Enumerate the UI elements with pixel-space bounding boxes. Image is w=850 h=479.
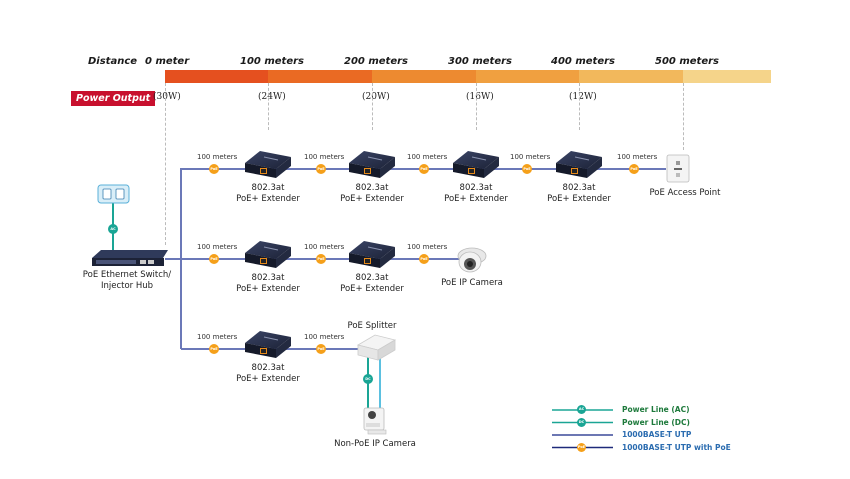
distance-guide-line xyxy=(268,83,269,130)
legend-badge: AC xyxy=(577,405,586,414)
distance-guide-line xyxy=(683,83,684,150)
poe-badge: PoE xyxy=(316,254,326,264)
cable-length-label: 100 meters xyxy=(197,153,238,161)
distance-guide-line xyxy=(579,83,580,130)
poe-badge: PoE xyxy=(419,164,429,174)
legend-label: Power Line (AC) xyxy=(622,405,690,414)
splitter-label: PoE Splitter xyxy=(347,321,397,331)
power-value: (24W) xyxy=(258,92,286,102)
extender-type: PoE+ Extender xyxy=(236,374,300,384)
poe-extender-icon xyxy=(245,241,291,268)
poe-badge: PoE xyxy=(629,164,639,174)
distance-bar-segment xyxy=(579,70,683,83)
cable-length-label: 100 meters xyxy=(510,153,551,161)
distance-mark: 500 meters xyxy=(655,56,720,67)
legend-label: 1000BASE-T UTP with PoE xyxy=(622,442,731,452)
poe-badge: PoE xyxy=(316,164,326,174)
poe-extender-icon xyxy=(245,151,291,178)
extender-model: 802.3at xyxy=(251,183,285,193)
cable-length-label: 100 meters xyxy=(197,333,238,341)
distance-mark: 100 meters xyxy=(240,56,305,67)
distance-guide-line xyxy=(165,83,166,245)
poe-switch-icon xyxy=(92,250,168,266)
cable-length-label: 100 meters xyxy=(304,333,345,341)
access-point-icon xyxy=(666,154,690,183)
poe-badge: PoE xyxy=(316,344,326,354)
ac-badge: AC xyxy=(108,224,118,234)
distance-bar-segment xyxy=(268,70,372,83)
distance-guide-line xyxy=(372,83,373,130)
poe-badge: PoE xyxy=(209,164,219,174)
switch-label: PoE Ethernet Switch/ Injector Hub xyxy=(72,270,182,292)
extender-type: PoE+ Extender xyxy=(340,284,404,294)
poe-extender-icon xyxy=(349,241,395,268)
ac-outlet-icon xyxy=(97,184,130,204)
distance-guide-line xyxy=(476,83,477,130)
cable-length-label: 100 meters xyxy=(617,153,658,161)
non-poe-camera-icon xyxy=(363,407,387,435)
power-output-label: Power Output xyxy=(71,91,156,106)
distance-mark: 200 meters xyxy=(344,56,409,67)
distance-bar-segment xyxy=(372,70,476,83)
extender-model: 802.3at xyxy=(459,183,493,193)
distance-mark: 0 meter xyxy=(145,56,190,67)
distance-mark: 400 meters xyxy=(551,56,616,67)
distance-bar-segment xyxy=(165,70,268,83)
dc-badge: DC xyxy=(363,374,373,384)
power-value: (16W) xyxy=(466,92,494,102)
extender-type: PoE+ Extender xyxy=(547,194,611,204)
extender-model: 802.3at xyxy=(562,183,596,193)
cable-length-label: 100 meters xyxy=(197,243,238,251)
poe-splitter-icon xyxy=(356,334,397,361)
poe-badge: PoE xyxy=(419,254,429,264)
poe-badge: PoE xyxy=(209,344,219,354)
poe-extender-icon xyxy=(453,151,499,178)
distance-label: Distance xyxy=(88,56,138,67)
extender-type: PoE+ Extender xyxy=(236,284,300,294)
extender-model: 802.3at xyxy=(251,363,285,373)
extender-type: PoE+ Extender xyxy=(444,194,508,204)
poe-badge: PoE xyxy=(209,254,219,264)
cable-length-label: 100 meters xyxy=(304,153,345,161)
legend-badge: DC xyxy=(577,417,586,427)
legend-label: 1000BASE-T UTP xyxy=(622,430,692,439)
poe-extender-icon xyxy=(349,151,395,178)
cable-length-label: 100 meters xyxy=(304,243,345,251)
legend-badge: PoE xyxy=(577,442,586,452)
distance-mark: 300 meters xyxy=(448,56,513,67)
distance-bar-segment xyxy=(476,70,579,83)
extender-model: 802.3at xyxy=(355,183,389,193)
cable-length-label: 100 meters xyxy=(407,243,448,251)
legend-label: Power Line (DC) xyxy=(622,417,690,427)
distance-bar-segment xyxy=(683,70,771,83)
poe-extender-icon xyxy=(556,151,602,178)
power-value: (30W) xyxy=(153,92,181,102)
cable-length-label: 100 meters xyxy=(407,153,448,161)
ip-camera-label: PoE IP Camera xyxy=(441,278,503,288)
poe-badge: PoE xyxy=(522,164,532,174)
ip-camera-icon xyxy=(457,247,487,273)
extender-model: 802.3at xyxy=(251,273,285,283)
switch-label-line1: PoE Ethernet Switch/ xyxy=(82,270,172,280)
extender-type: PoE+ Extender xyxy=(340,194,404,204)
switch-label-line2: Injector Hub xyxy=(100,281,154,291)
poe-extender-icon xyxy=(245,331,291,358)
access-point-label: PoE Access Point xyxy=(649,188,721,198)
power-value: (12W) xyxy=(569,92,597,102)
extender-type: PoE+ Extender xyxy=(236,194,300,204)
power-value: (20W) xyxy=(362,92,390,102)
non-poe-camera-label: Non-PoE IP Camera xyxy=(334,439,416,449)
extender-model: 802.3at xyxy=(355,273,389,283)
